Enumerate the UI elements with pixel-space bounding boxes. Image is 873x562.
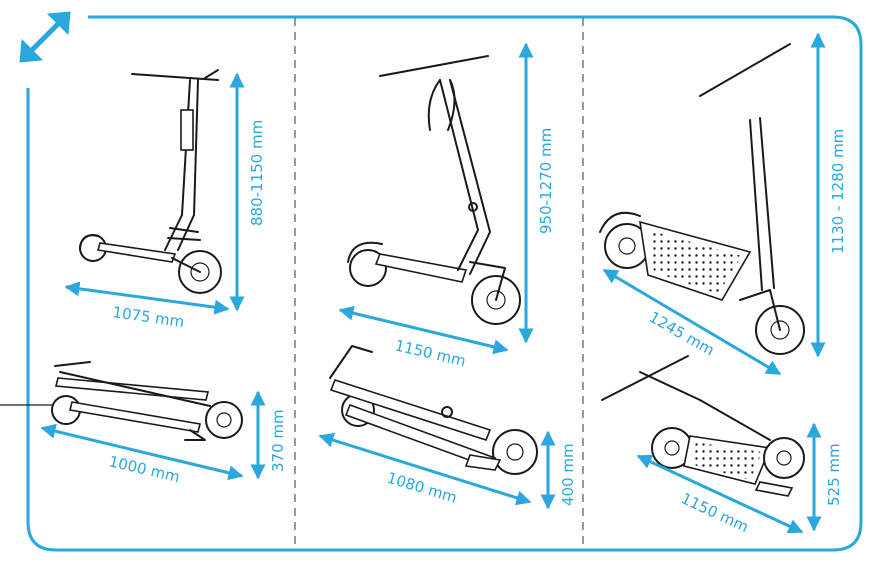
resize-diagonal-arrows-icon bbox=[19, 11, 71, 63]
scooter-3-unfolded-drawing bbox=[599, 43, 805, 355]
height-label: 370 mm bbox=[269, 409, 287, 472]
scooter-3-folded-drawing bbox=[601, 355, 805, 497]
length-label: 1150 mm bbox=[678, 489, 751, 536]
dim-line bbox=[318, 432, 532, 506]
dim-line bbox=[338, 305, 509, 355]
length-label: 1075 mm bbox=[111, 303, 185, 331]
height-label: 880-1150 mm bbox=[248, 120, 266, 226]
length-label: 1080 mm bbox=[385, 469, 459, 507]
scooter-1-folded-drawing bbox=[51, 361, 243, 441]
scooter-2-unfolded-drawing bbox=[347, 55, 521, 325]
height-label: 1130 - 1280 mm bbox=[829, 129, 847, 254]
scooter-1-unfolded-drawing bbox=[79, 69, 222, 294]
dim-line bbox=[64, 281, 230, 315]
height-label: 950-1270 mm bbox=[537, 128, 555, 234]
outer-frame bbox=[26, 15, 863, 552]
dim-line bbox=[40, 423, 244, 481]
height-label: 525 mm bbox=[825, 443, 843, 506]
scooter-2-folded-drawing bbox=[329, 345, 538, 475]
dim-line bbox=[636, 454, 804, 534]
dim-line bbox=[602, 268, 782, 376]
length-label: 1150 mm bbox=[393, 336, 467, 370]
height-label: 400 mm bbox=[559, 443, 577, 506]
